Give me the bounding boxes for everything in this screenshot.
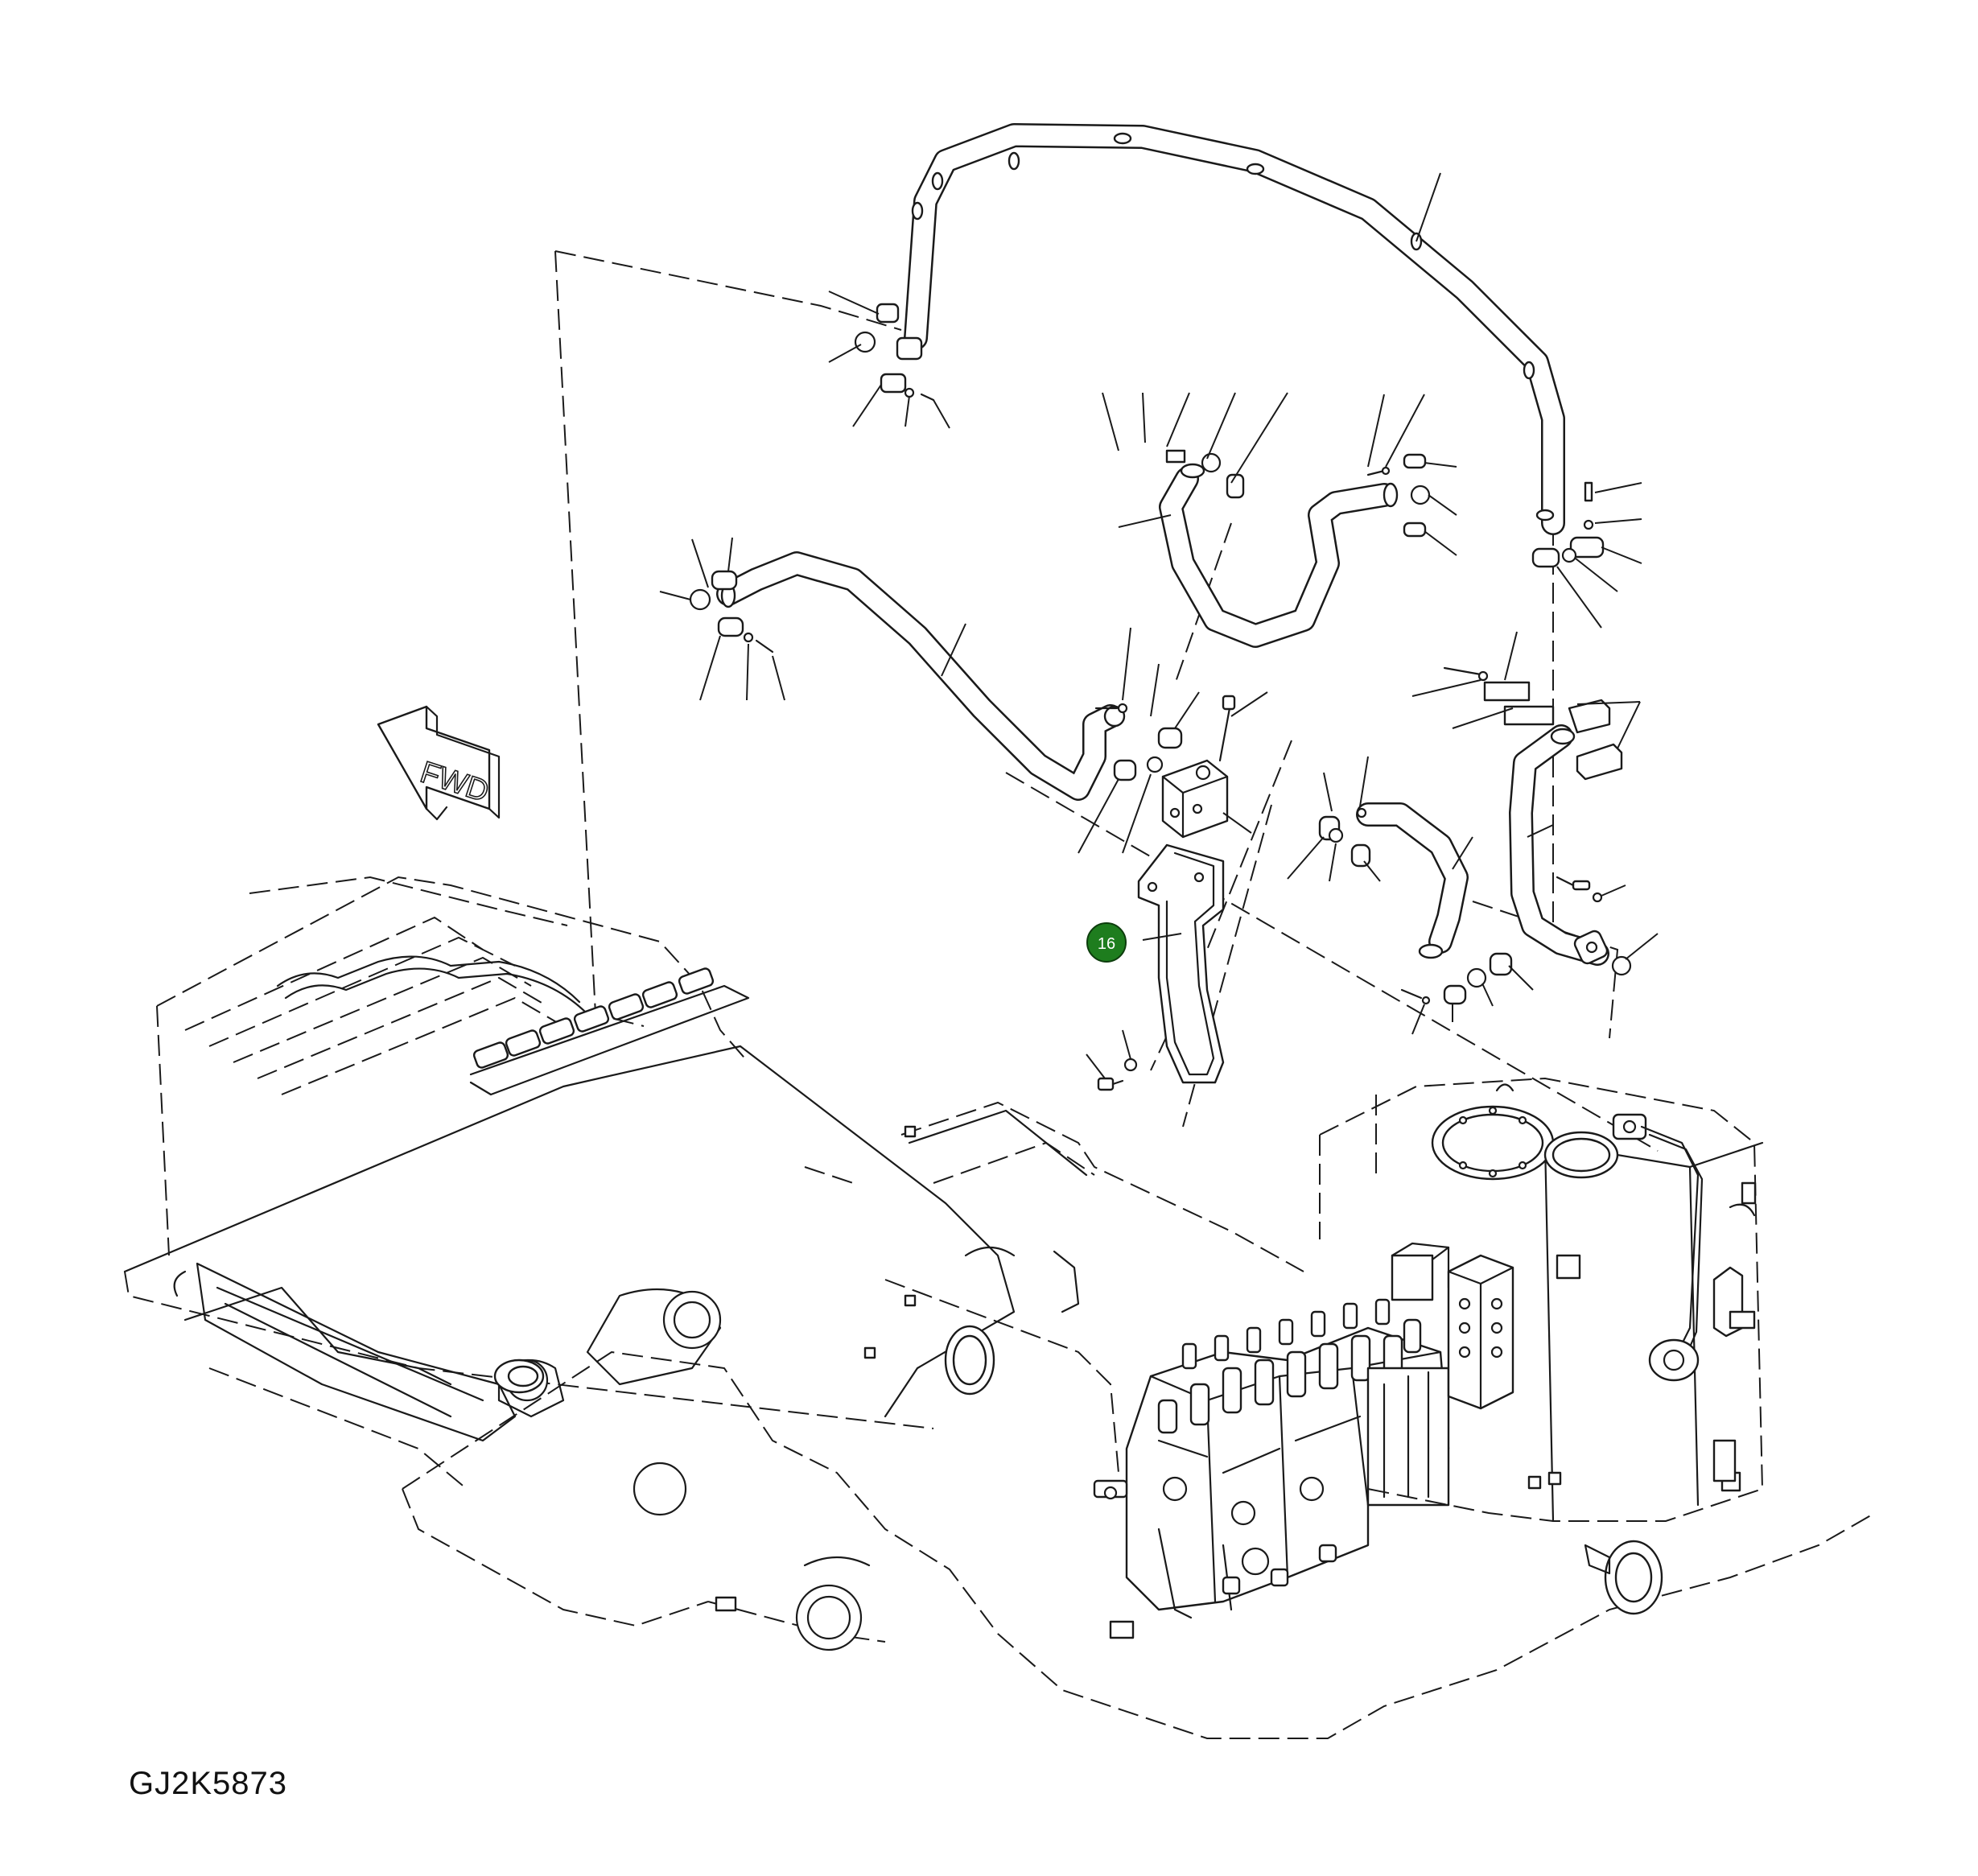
left-long-hose [659, 537, 1126, 801]
hose-fittings-mid [1078, 627, 1200, 854]
right-j-pipe [1411, 631, 1659, 976]
right-short-hose [1287, 756, 1473, 959]
main-arc-hose [904, 123, 1565, 535]
flange-row [469, 967, 750, 1096]
fitting-cluster-upper-right [1531, 481, 1642, 629]
upper-frame-platform [156, 876, 749, 1256]
bolt-washer-bracket [1086, 1029, 1138, 1091]
fittings-lower-right-hose [1400, 952, 1534, 1035]
callout-16[interactable]: 16 [1086, 922, 1127, 963]
auxiliary-valve-block [1447, 1254, 1514, 1410]
middle-s-hose [1159, 449, 1431, 648]
callout-16-label: 16 [1098, 935, 1115, 953]
figure-id-label: GJ2K5873 [129, 1766, 288, 1801]
fwd-arrow-icon: FWD [377, 705, 501, 821]
fitting-cluster-upper-left [828, 291, 950, 429]
bracket-part-16 [1137, 843, 1225, 1084]
hydraulic-tank [1319, 1077, 1764, 1615]
control-valve-body [1093, 1242, 1450, 1619]
valve-block [1161, 691, 1268, 839]
